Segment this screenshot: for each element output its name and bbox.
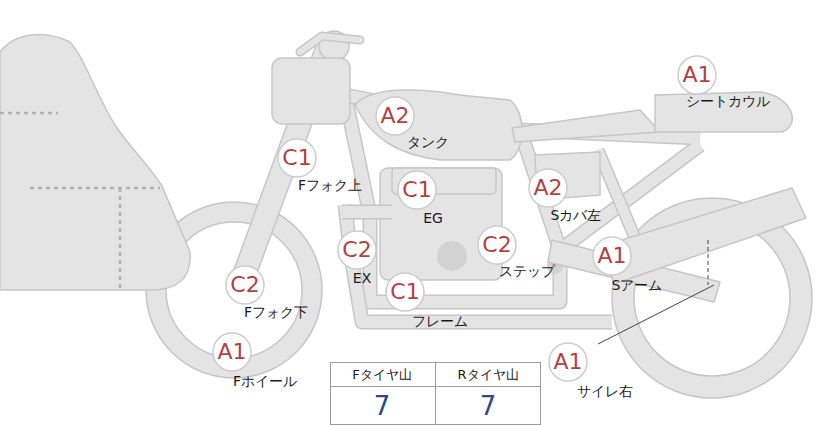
callout: C2ステップ <box>477 225 517 265</box>
engine-cover <box>437 241 467 271</box>
callout: A1Sアーム <box>592 236 632 276</box>
callout: C1EG <box>397 170 437 210</box>
table-value: 7 <box>374 392 391 421</box>
part-name: サイレ右 <box>577 384 633 399</box>
part-name: EX <box>353 271 371 286</box>
part-name: Sカバ左 <box>551 208 602 223</box>
seat-cowl <box>655 92 792 132</box>
part-name: Sアーム <box>612 278 663 293</box>
fairing-seam <box>30 187 160 190</box>
callout-number: C1 <box>402 179 431 201</box>
callout-circle-shape <box>278 139 316 177</box>
callout-number: A1 <box>553 351 582 373</box>
engine <box>380 168 502 280</box>
exhaust-header-outline <box>342 205 392 220</box>
callout: A2タンク <box>375 96 415 136</box>
callout-circle-shape <box>478 226 516 264</box>
callout-circle-shape <box>593 237 631 275</box>
leader-line <box>708 240 709 285</box>
headlight <box>272 58 350 124</box>
exhaust-pipe <box>345 205 612 322</box>
callout-number: A1 <box>597 245 626 267</box>
callout: C1フレーム <box>385 272 425 312</box>
callout: C1Fフォク上 <box>277 138 317 178</box>
exhaust-header <box>342 206 392 218</box>
callout: A1シートカウル <box>677 55 717 95</box>
part-name: タンク <box>407 135 449 150</box>
table-grid <box>331 363 541 425</box>
callout: C2Fフォク下 <box>225 265 265 305</box>
part-name: Fホイール <box>233 374 297 389</box>
callout: C2EX <box>337 230 377 270</box>
callout: A1Fホイール <box>212 332 252 372</box>
callout-circle-shape <box>386 273 424 311</box>
part-name: Fフォク下 <box>244 305 308 320</box>
leader-line <box>598 285 714 344</box>
callout-number: A2 <box>533 177 562 199</box>
callout-number: A1 <box>682 64 711 86</box>
callout-number: A2 <box>380 105 409 127</box>
callout-circle-shape <box>376 97 414 135</box>
fairing-seam <box>0 112 58 115</box>
seat <box>512 110 660 142</box>
callout-number: A1 <box>217 341 246 363</box>
handlebar <box>300 36 360 52</box>
callout-circle-shape <box>398 171 436 209</box>
fairing-seam <box>119 188 122 288</box>
handlebar-outline <box>300 36 360 52</box>
table-header: Fタイヤ山 <box>352 368 411 382</box>
callout-number: C1 <box>282 147 311 169</box>
exhaust-outline <box>345 205 612 322</box>
callout-number: C2 <box>342 239 371 261</box>
table-frame <box>331 363 541 425</box>
part-name: EG <box>423 211 443 226</box>
callout-number: C2 <box>230 274 259 296</box>
callout-circle-shape <box>529 169 567 207</box>
table-value: 7 <box>480 392 497 421</box>
callout-circle-shape <box>549 343 587 381</box>
part-name: Fフォク上 <box>298 178 362 193</box>
muffler <box>602 188 806 284</box>
callout: A2Sカバ左 <box>528 168 568 208</box>
part-name: シートカウル <box>686 94 770 109</box>
callout-circle-shape <box>226 266 264 304</box>
front-fairing <box>0 35 190 290</box>
rear-shock-outline <box>598 150 640 250</box>
callout-number: C1 <box>390 281 419 303</box>
part-name: ステップ <box>499 264 555 279</box>
callout-circle-shape <box>213 333 251 371</box>
callout-number: C2 <box>482 234 511 256</box>
part-name: フレーム <box>412 314 468 329</box>
fuel-tank <box>355 90 522 160</box>
callout: A1サイレ右 <box>548 342 588 382</box>
callout-circle-shape <box>678 56 716 94</box>
rear-shock <box>598 150 640 250</box>
callout-circle-shape <box>338 231 376 269</box>
table-header: Rタイヤ山 <box>457 368 518 382</box>
